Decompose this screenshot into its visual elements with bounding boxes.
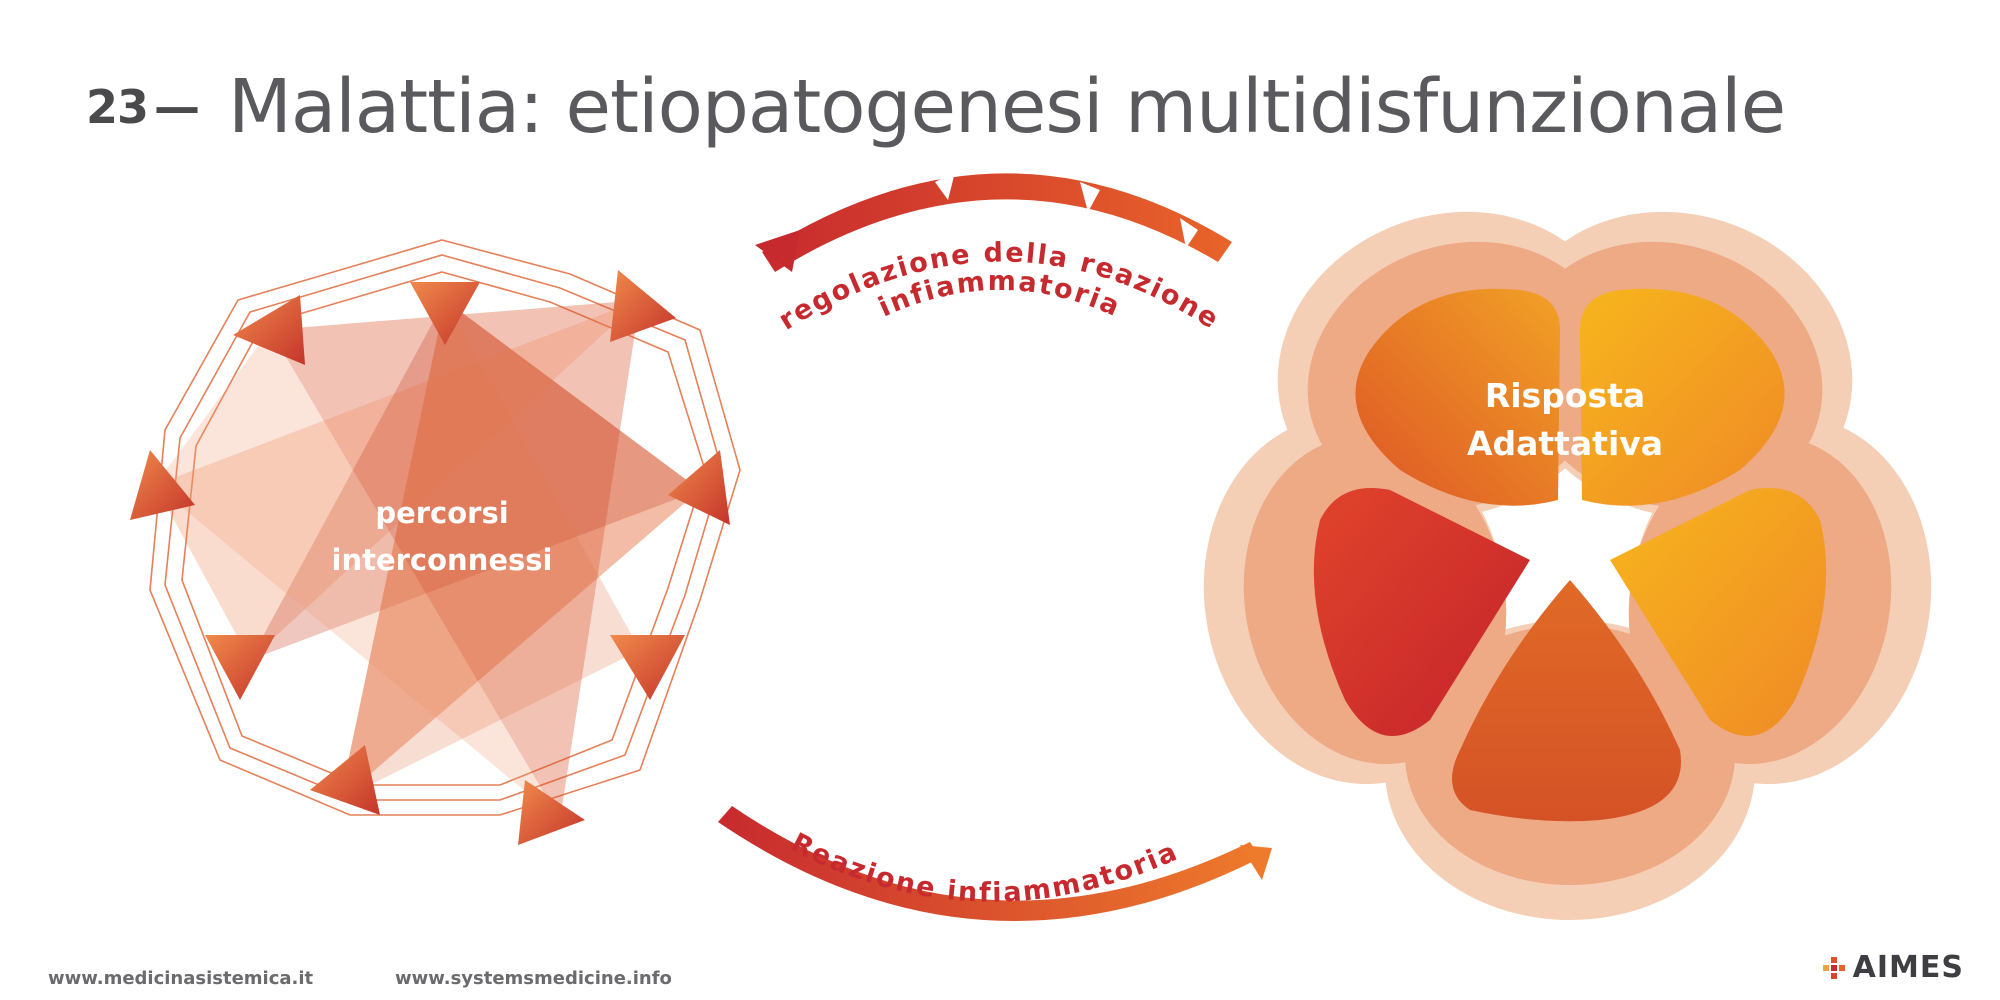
footer-link-systemsmedicine[interactable]: www.systemsmedicine.info <box>395 968 672 989</box>
footer-link-medicinasistemica[interactable]: www.medicinasistemica.it <box>48 968 314 989</box>
top-arc-band <box>762 173 1232 272</box>
petal-top-left <box>1355 288 1560 506</box>
aimes-logo-icon <box>1822 956 1845 979</box>
slide-title: Malattia: etiopatogenesi multidisfunzion… <box>228 64 1786 150</box>
bottom-arc-arrowhead <box>1240 845 1272 880</box>
slide-number-dash: — <box>154 80 201 134</box>
slide-header: 23 — Malattia: etiopatogenesi multidisfu… <box>86 52 1786 162</box>
bottom-arc-chevron-3 <box>1030 940 1048 954</box>
pyramid-node-7 <box>610 635 685 700</box>
bottom-arc-chevron-4 <box>1150 900 1168 918</box>
right-node-label-line1: Risposta <box>1485 376 1645 415</box>
interconnection-triangles <box>155 300 700 820</box>
left-node-pathways: percorsi interconnessi <box>130 239 741 845</box>
pathway-nodes <box>130 270 730 845</box>
top-arc-chevron-1 <box>935 172 955 200</box>
triangle-e <box>155 330 560 820</box>
right-node-flower: Risposta Adattativa <box>1203 211 1932 920</box>
top-arc-chevron-2 <box>1080 182 1100 212</box>
nonagon-outlines <box>149 239 741 816</box>
petal-top-right <box>1580 288 1785 506</box>
top-arc-arrowhead <box>755 230 800 272</box>
top-arc-arrow: regolazione della reazione infiammatoria <box>755 172 1232 337</box>
pyramid-node-8 <box>310 745 380 815</box>
aimes-logo-text: AIMES <box>1852 950 1964 985</box>
triangle-b <box>270 300 640 820</box>
pyramid-node-6 <box>205 635 275 700</box>
bottom-arc-arrow: Reazione infiammatoria <box>718 806 1272 954</box>
triangle-d <box>250 300 700 660</box>
triangle-f <box>340 300 640 800</box>
triangle-a <box>340 300 700 800</box>
petal-left <box>1313 488 1530 736</box>
bottom-arc-chevron-1 <box>800 870 815 888</box>
pyramid-node-3 <box>233 295 305 365</box>
flower-center <box>1552 522 1588 558</box>
top-arc-chevron-3 <box>1180 218 1198 248</box>
right-node-label-line2: Adattativa <box>1467 424 1663 463</box>
petal-bottom <box>1452 580 1681 822</box>
pyramid-node-2 <box>610 270 676 342</box>
aimes-logo: AIMES <box>1822 950 1964 985</box>
pyramid-node-9 <box>518 780 585 845</box>
petal-right <box>1610 488 1827 736</box>
bottom-arc-chevron-2 <box>915 920 932 936</box>
pyramid-node-5 <box>668 450 730 525</box>
pyramid-node-4 <box>130 450 195 520</box>
left-node-label-line1: percorsi <box>375 496 508 530</box>
bottom-arc-band <box>718 806 1260 922</box>
left-node-label-line2: interconnessi <box>332 543 553 577</box>
triangle-c <box>155 300 640 660</box>
pyramid-node-1 <box>410 282 480 345</box>
slide-number: 23 <box>86 80 149 134</box>
